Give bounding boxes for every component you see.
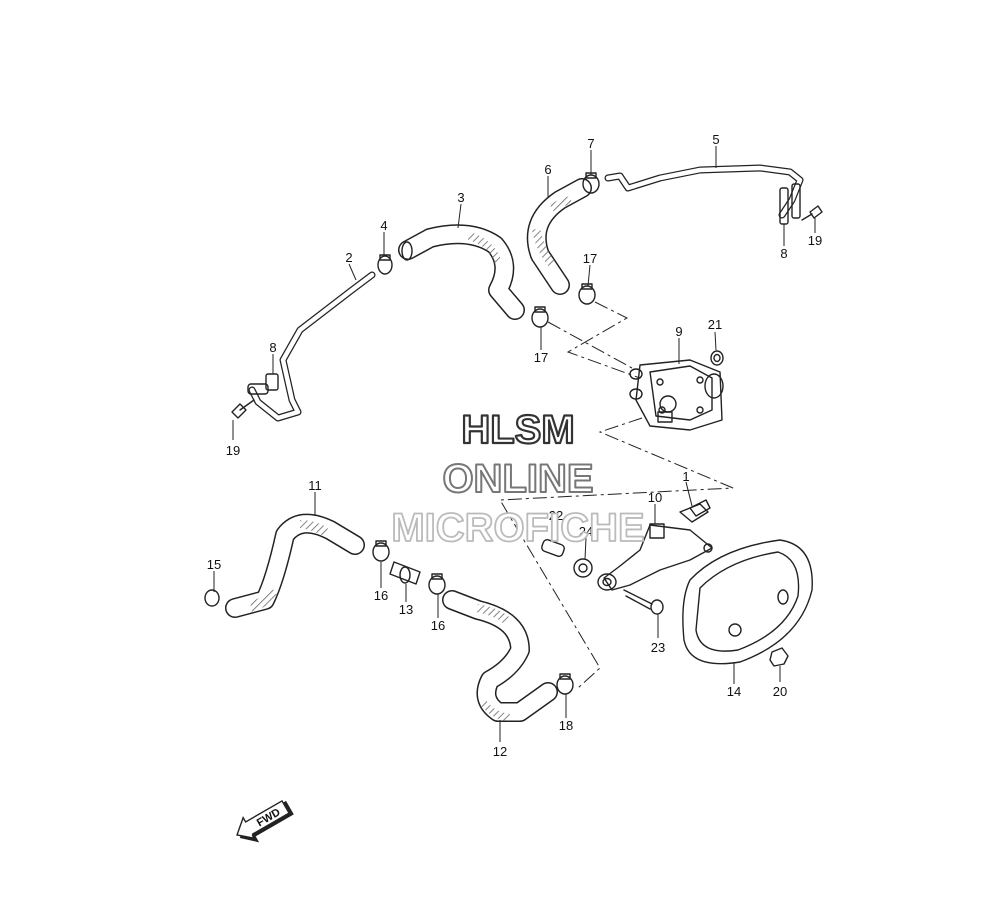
- callout-3: 3: [457, 190, 464, 205]
- leader-lines: [213, 146, 816, 742]
- part-24-grommet[interactable]: [573, 558, 593, 578]
- callout-7: 7: [587, 136, 594, 151]
- part-18-clamp[interactable]: [556, 673, 574, 695]
- watermark-line-3: MICROFICHE: [391, 506, 644, 550]
- part-21-washer[interactable]: [710, 350, 724, 366]
- reference-lines: [499, 301, 734, 689]
- callout-4: 4: [380, 218, 387, 233]
- part-2-pipe[interactable]: [247, 271, 376, 422]
- callout-17-upper: 17: [583, 251, 597, 266]
- watermark: HLSM ONLINE MICROFICHE: [390, 407, 645, 551]
- part-17-clamp-lower[interactable]: [531, 306, 549, 328]
- callout-8-upper: 8: [780, 246, 787, 261]
- part-10-bracket[interactable]: [597, 523, 713, 591]
- callout-6: 6: [544, 162, 551, 177]
- watermark-line-1: HLSM: [461, 408, 574, 452]
- callout-15: 15: [207, 557, 221, 572]
- callout-12: 12: [493, 744, 507, 759]
- part-16-clamp-right[interactable]: [428, 573, 446, 595]
- callout-10: 10: [648, 490, 662, 505]
- fwd-arrow: FWD: [236, 799, 294, 843]
- callout-18: 18: [559, 718, 573, 733]
- part-19-bolt-right[interactable]: [801, 205, 823, 221]
- callout-21: 21: [708, 317, 722, 332]
- part-14-cover[interactable]: [682, 539, 813, 665]
- callout-9: 9: [675, 324, 682, 339]
- callout-19-right: 19: [808, 233, 822, 248]
- callout-8-left: 8: [269, 340, 276, 355]
- callout-13: 13: [399, 602, 413, 617]
- part-9-valve[interactable]: [629, 359, 724, 431]
- part-20-nut[interactable]: [769, 647, 789, 667]
- part-3-hose[interactable]: [398, 224, 525, 320]
- callout-16-right: 16: [431, 618, 445, 633]
- part-19-bolt-left[interactable]: [231, 399, 255, 419]
- part-23-bolt[interactable]: [623, 589, 664, 615]
- part-16-clamp-left[interactable]: [372, 540, 390, 562]
- callout-14: 14: [727, 684, 741, 699]
- callout-17-lower: 17: [534, 350, 548, 365]
- callout-5: 5: [712, 132, 719, 147]
- callout-24: 24: [579, 524, 593, 539]
- part-13-connector[interactable]: [389, 561, 421, 585]
- part-22-collar[interactable]: [541, 539, 566, 558]
- part-11-hose[interactable]: [225, 513, 365, 618]
- callout-19-left: 19: [226, 443, 240, 458]
- callout-20: 20: [773, 684, 787, 699]
- callout-numbers: 1 2 3 4 5 6 7 8 8 9 10 11 12 13 14 15 16…: [207, 132, 822, 759]
- callout-23: 23: [651, 640, 665, 655]
- part-1-fitting[interactable]: [679, 499, 711, 523]
- watermark-line-2: ONLINE: [442, 457, 593, 501]
- callout-1: 1: [682, 469, 689, 484]
- callout-2: 2: [345, 250, 352, 265]
- part-6-hose[interactable]: [526, 178, 592, 295]
- part-4-clamp[interactable]: [377, 254, 393, 275]
- part-12-hose[interactable]: [442, 590, 558, 722]
- part-5-pipe[interactable]: [604, 164, 804, 225]
- callout-11: 11: [308, 478, 322, 493]
- part-15-clip[interactable]: [204, 589, 220, 607]
- callout-16-left: 16: [374, 588, 388, 603]
- part-17-clamp-upper[interactable]: [578, 283, 596, 305]
- callout-22: 22: [549, 508, 563, 523]
